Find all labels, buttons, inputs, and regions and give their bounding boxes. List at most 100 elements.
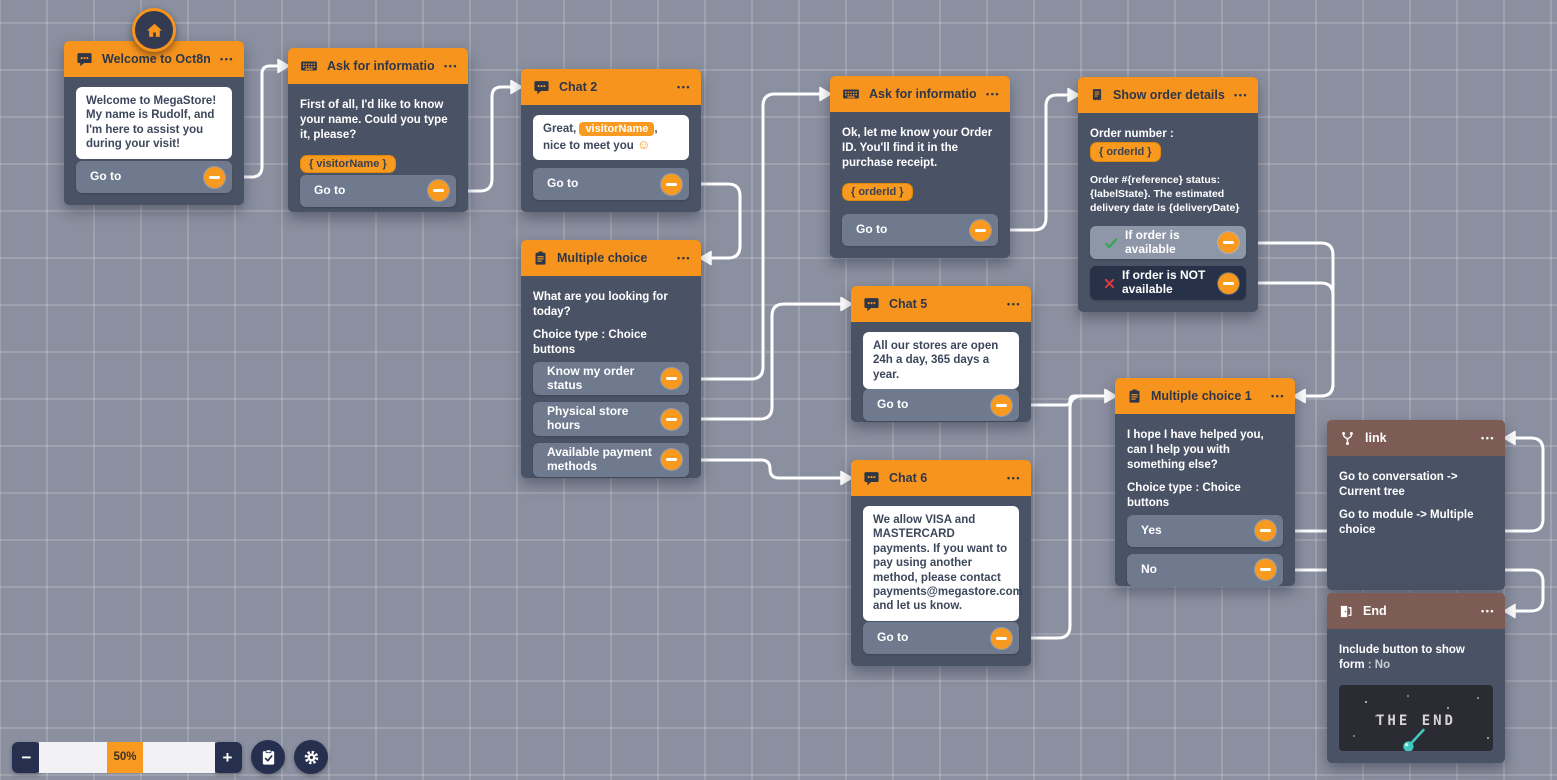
node-link[interactable]: link•••Go to conversation -> Current tre…: [1327, 420, 1505, 590]
variable-row: { orderId }: [842, 182, 998, 201]
choice-connector[interactable]: No: [1127, 553, 1283, 586]
node-header[interactable]: link•••: [1327, 420, 1505, 456]
remove-connector-icon[interactable]: [661, 173, 682, 195]
cross-icon: [1104, 278, 1115, 289]
connector-label: Know my order status: [547, 363, 635, 392]
remove-connector-icon[interactable]: [204, 166, 225, 188]
node-header[interactable]: Chat 6 •••: [851, 460, 1031, 496]
connection-line: [463, 85, 513, 193]
remove-connector-icon[interactable]: [661, 449, 682, 471]
remove-connector-icon[interactable]: [991, 627, 1012, 649]
remove-connector-icon[interactable]: [428, 180, 449, 202]
node-title: Chat 6: [889, 471, 928, 485]
remove-connector-icon[interactable]: [661, 368, 682, 390]
more-options-icon[interactable]: •••: [1007, 473, 1021, 483]
node-text: What are you looking for today?: [533, 291, 668, 318]
remove-connector-icon[interactable]: [1255, 559, 1276, 581]
keyboard-icon: [300, 57, 318, 75]
more-options-icon[interactable]: •••: [986, 89, 1000, 99]
chat-icon: [76, 51, 93, 68]
remove-connector-icon[interactable]: [991, 394, 1012, 416]
node-header[interactable]: Multiple choice 1•••: [1115, 378, 1295, 414]
stars-decoration: [1347, 693, 1349, 695]
connector-label: Go to: [547, 176, 579, 191]
node-header[interactable]: Chat 5•••: [851, 286, 1031, 322]
more-options-icon[interactable]: •••: [1271, 391, 1285, 401]
connection-arrow-icon: [1067, 87, 1080, 103]
choice-connector[interactable]: Yes: [1127, 514, 1283, 547]
node-header[interactable]: Show order details 1•••: [1078, 77, 1258, 113]
zoom-in-button[interactable]: +: [213, 741, 242, 773]
message-bold-text: Welcome to MegaStore!: [86, 95, 217, 107]
node-multiple-choice[interactable]: Multiple choice••• What are you looking f…: [521, 240, 701, 478]
node-header[interactable]: Welcome to Oct8ne•••: [64, 41, 244, 77]
node-title: End: [1363, 604, 1387, 618]
choice-connector[interactable]: If order is available: [1090, 225, 1246, 260]
chat-icon: [533, 79, 550, 96]
goto-connector[interactable]: Go to: [863, 622, 1019, 654]
node-body: I hope I have helped you, can I help you…: [1115, 414, 1295, 586]
property-value: : Choice buttons: [533, 328, 647, 356]
home-badge[interactable]: [132, 8, 176, 52]
goto-connector[interactable]: Go to: [300, 174, 456, 207]
connection-line: [1253, 281, 1335, 398]
tasks-button[interactable]: [251, 740, 285, 774]
more-options-icon[interactable]: •••: [220, 54, 234, 64]
node-chat-2[interactable]: Chat 2•••Great, visitorName, nice to mee…: [521, 69, 701, 212]
more-options-icon[interactable]: •••: [677, 82, 691, 92]
goto-connector[interactable]: Go to: [76, 161, 232, 193]
node-header[interactable]: Chat 2•••: [521, 69, 701, 105]
node-chat-5[interactable]: Chat 5•••All our stores are open 24h a d…: [851, 286, 1031, 422]
choice-connector[interactable]: Know my order status: [533, 361, 689, 396]
node-chat-6[interactable]: Chat 6•••We allow VISA and MASTERCARD pa…: [851, 460, 1031, 666]
node-header[interactable]: Multiple choice•••: [521, 240, 701, 276]
choice-connector[interactable]: Available payment methods: [533, 442, 689, 477]
exit-icon: [1339, 604, 1354, 619]
node-body: All our stores are open 24h a day, 365 d…: [851, 322, 1031, 422]
zoom-out-button[interactable]: −: [12, 741, 41, 773]
more-options-icon[interactable]: •••: [1007, 299, 1021, 309]
goto-connector[interactable]: Go to: [533, 168, 689, 200]
connector-label: Go to: [856, 222, 888, 237]
node-welcome[interactable]: Welcome to Oct8ne••• Welcome to MegaStore…: [64, 8, 244, 205]
property-line: Choice type : Choice buttons: [1127, 481, 1283, 511]
order-number-line: Order number : { orderId }: [1090, 127, 1246, 163]
zoom-track[interactable]: 50%: [39, 741, 215, 773]
node-header[interactable]: End •••: [1327, 593, 1505, 629]
node-header[interactable]: Ask for information 1 •••: [830, 76, 1010, 112]
connection-arrow-icon: [1293, 388, 1306, 404]
settings-button[interactable]: [294, 740, 328, 774]
comet-icon: [1397, 727, 1427, 751]
choice-connector[interactable]: Physical store hours: [533, 402, 689, 436]
connection-line: [696, 302, 843, 421]
remove-connector-icon[interactable]: [661, 408, 682, 430]
remove-connector-icon[interactable]: [970, 219, 991, 241]
remove-connector-icon[interactable]: [1218, 232, 1239, 254]
node-ask-info-1[interactable]: Ask for information 1•••Ok, let me know …: [830, 76, 1010, 258]
end-animation: THE END: [1339, 684, 1493, 751]
more-options-icon[interactable]: •••: [1234, 90, 1248, 100]
variable-pill: { visitorName }: [300, 154, 396, 173]
node-header[interactable]: Ask for information•••: [288, 48, 468, 84]
remove-connector-icon[interactable]: [1218, 272, 1239, 294]
connection-line: [696, 458, 843, 480]
remove-connector-icon[interactable]: [1255, 520, 1276, 542]
node-title: Ask for information 1: [869, 87, 977, 101]
node-show-order-details-1[interactable]: Show order details 1••• Order number : { …: [1078, 77, 1258, 312]
node-ask-info[interactable]: Ask for information•••First of all, I'd …: [288, 48, 468, 212]
node-multiple-choice-1[interactable]: Multiple choice 1•••I hope I have helped…: [1115, 378, 1295, 586]
zoom-level-badge: 50%: [107, 741, 143, 773]
check-icon: [1104, 236, 1118, 250]
link-target-value: Current tree: [1339, 485, 1405, 498]
more-options-icon[interactable]: •••: [677, 253, 691, 263]
more-options-icon[interactable]: •••: [1481, 433, 1495, 443]
choice-connector[interactable]: If order is NOT available: [1090, 266, 1246, 300]
more-options-icon[interactable]: •••: [1481, 606, 1495, 616]
goto-connector[interactable]: Go to: [863, 389, 1019, 422]
more-options-icon[interactable]: •••: [444, 61, 458, 71]
goto-connector[interactable]: Go to: [842, 214, 998, 246]
